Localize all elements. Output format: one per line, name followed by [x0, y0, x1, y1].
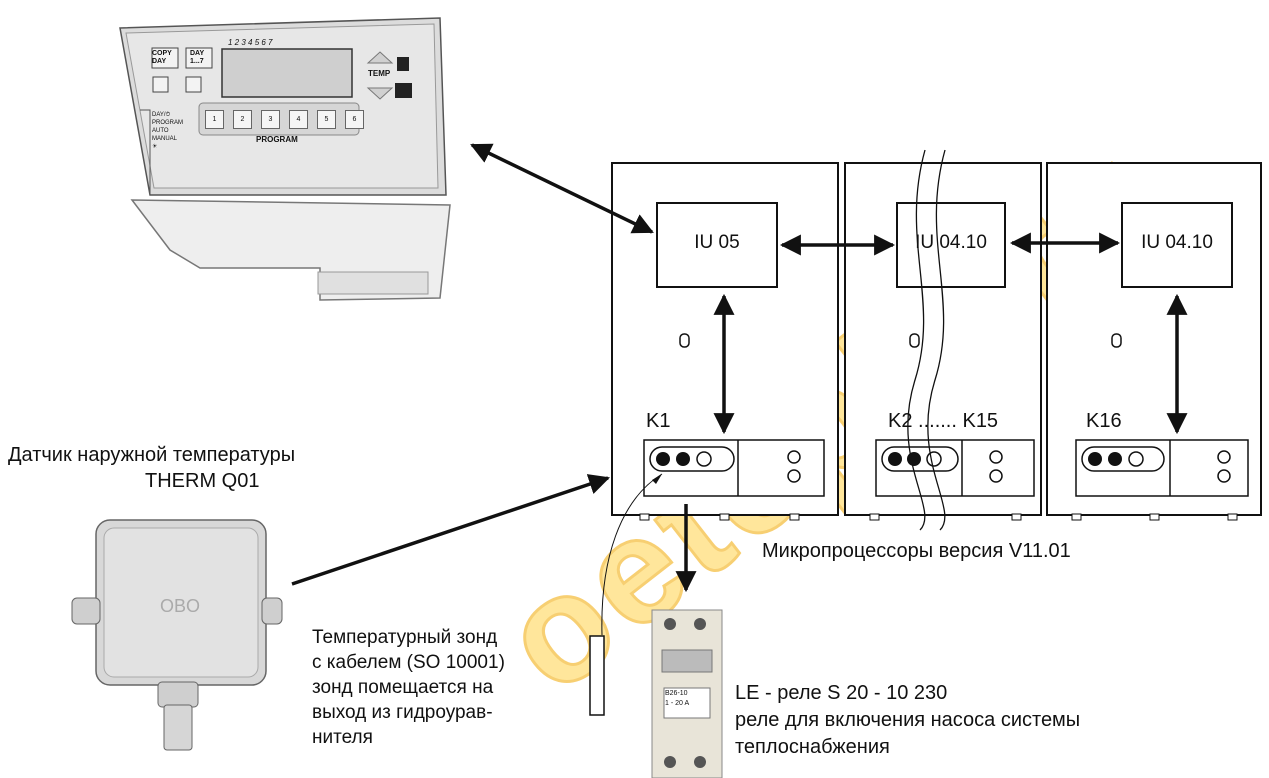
k-label-3: K16: [1086, 410, 1122, 432]
probe-text-line: нителя: [312, 727, 373, 748]
temp-label: TEMP: [368, 69, 391, 78]
microprocessors-label: Микропроцессоры версия V11.01: [762, 540, 1071, 562]
relay-text-line: теплоснабжения: [735, 736, 890, 758]
relay-description: LE - реле S 20 - 10 230 реле для включен…: [735, 680, 1080, 761]
sensor-title: Датчик наружной температуры: [8, 444, 296, 466]
temperature-probe: [589, 473, 663, 716]
connection-arrows: [291, 143, 1188, 593]
days-row: 1 2 3 4 5 6 7: [228, 38, 273, 47]
day-label: DAY: [190, 50, 205, 57]
program-button: 4: [289, 110, 308, 129]
sensor-model: THERM Q01: [145, 470, 260, 492]
probe-text-line: с кабелем (SO 10001): [312, 652, 505, 673]
k-label-2: K2 ....... K15: [888, 410, 999, 432]
cabinet-2: [844, 149, 1042, 531]
relay-device-model: B26-10: [665, 690, 688, 697]
day-sub-label: 1...7: [190, 58, 204, 65]
mode-item: AUTO: [152, 128, 169, 134]
probe-description: Температурный зонд с кабелем (SO 10001) …: [312, 625, 505, 750]
unit-label-2: IU 04.10: [915, 232, 987, 253]
copy-day-label: COPY DAY: [152, 50, 172, 65]
program-button: 3: [261, 110, 280, 129]
relay-text-line: реле для включения насоса системы: [735, 709, 1081, 731]
mode-item: ☀: [152, 144, 158, 150]
relay-device-rating: 1 - 20 A: [665, 700, 690, 707]
unit-label-3: IU 04.10: [1141, 232, 1213, 253]
relay-text-line: LE - реле S 20 - 10 230: [735, 682, 948, 704]
program-button: 1: [205, 110, 224, 129]
k-label-1: K1: [646, 410, 671, 432]
probe-text-line: выход из гидроурав-: [312, 702, 493, 723]
mode-item: DAY/⏱: [152, 112, 171, 118]
program-buttons: 1 2 3 4 5 6: [205, 110, 364, 129]
outdoor-sensor-photo: OBO: [71, 519, 283, 751]
mode-item: MANUAL: [152, 136, 178, 142]
program-button: 6: [345, 110, 364, 129]
lcd-display: [221, 48, 353, 98]
program-label: PROGRAM: [256, 135, 298, 144]
program-button: 2: [233, 110, 252, 129]
probe-text-line: зонд помещается на: [312, 677, 494, 698]
probe-text-line: Температурный зонд: [312, 627, 498, 648]
relay-device-photo: [651, 609, 723, 778]
program-button: 5: [317, 110, 336, 129]
cabinet-3: [1046, 162, 1262, 521]
unit-label-1: IU 05: [694, 232, 740, 253]
svg-text:OBO: OBO: [160, 596, 200, 616]
mode-list: DAY/⏱ PROGRAM AUTO MANUAL ☀: [152, 111, 183, 151]
mode-item: PROGRAM: [152, 120, 184, 126]
